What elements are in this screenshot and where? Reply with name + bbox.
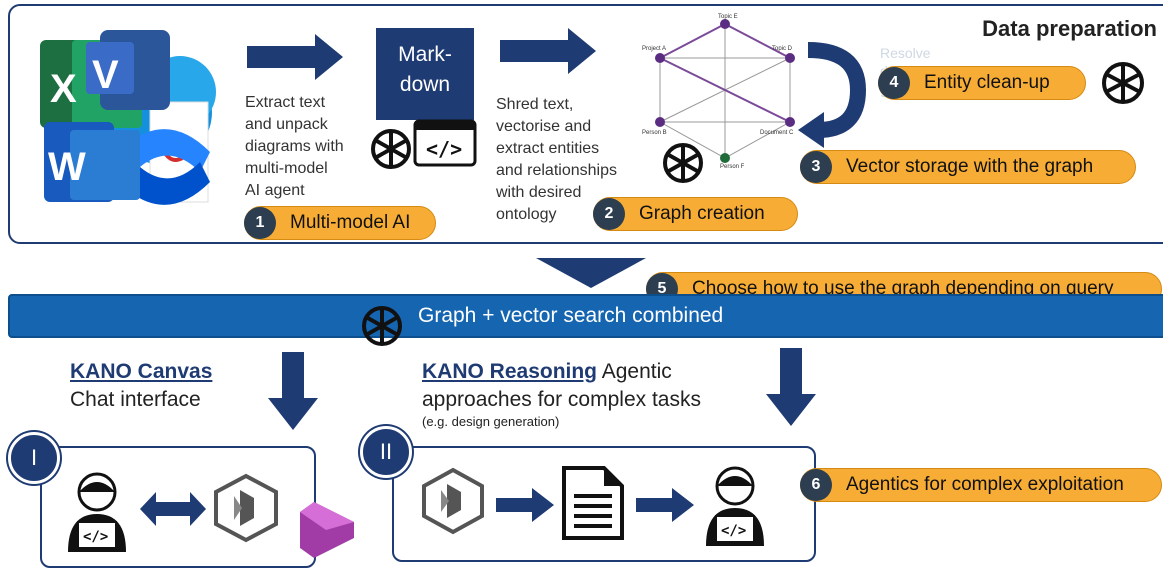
- reasoning-panel: [392, 446, 816, 562]
- flow-arrow-4: [636, 488, 694, 522]
- loop-arrow-icon: [798, 42, 867, 148]
- confluence-icon: [130, 129, 210, 205]
- flow-arrow-1: [247, 34, 343, 80]
- knowledge-graph-icon: Topic E Project A Topic D Person B Docum…: [642, 14, 795, 170]
- document-icon: [562, 466, 624, 540]
- openai-icon: [362, 306, 402, 346]
- svg-text:Topic D: Topic D: [772, 46, 793, 52]
- roman-badge-2: II: [360, 426, 412, 478]
- code-window-icon: </>: [413, 119, 477, 167]
- roman-badge-1: I: [8, 432, 60, 484]
- flow-arrow-2: [500, 28, 596, 74]
- office-apps-icons: X V W: [40, 30, 216, 205]
- svg-text:Topic E: Topic E: [718, 14, 738, 20]
- flow-arrow-3: [496, 488, 554, 522]
- word-icon: W: [44, 122, 140, 202]
- svg-text:Person F: Person F: [720, 164, 745, 170]
- kano-logo-icon: [214, 473, 278, 543]
- visio-icon: V: [86, 30, 170, 110]
- svg-text:Project A: Project A: [642, 46, 666, 52]
- svg-text:X: X: [50, 67, 77, 111]
- openai-icon: [1102, 62, 1144, 104]
- svg-text:Document C: Document C: [760, 130, 794, 136]
- down-arrow-reasoning: [766, 348, 816, 426]
- developer-user-icon: </>: [68, 472, 126, 552]
- svg-text:</>: </>: [426, 137, 462, 161]
- section-title: Data preparation: [982, 16, 1157, 41]
- kano-logo-icon: [422, 467, 484, 535]
- double-arrow-icon: [140, 492, 206, 526]
- openai-icon: [663, 143, 703, 183]
- openai-icon: [371, 129, 411, 169]
- markdown-box: Mark-down: [376, 28, 474, 120]
- search-bar: [8, 294, 1163, 338]
- svg-text:V: V: [92, 53, 119, 97]
- down-chevron-arrow: [536, 258, 646, 288]
- powerapps-icon: [300, 502, 354, 558]
- svg-text:Person B: Person B: [642, 130, 667, 136]
- search-bar-label: Graph + vector search combined: [418, 304, 724, 327]
- down-arrow-canvas: [268, 352, 318, 430]
- reasoning-heading: KANO Reasoning Agentic approaches for co…: [422, 360, 701, 429]
- canvas-heading: KANO Canvas Chat interface: [70, 360, 213, 411]
- svg-text:</>: </>: [83, 529, 108, 545]
- svg-text:</>: </>: [721, 523, 746, 539]
- developer-user-icon: </>: [706, 466, 764, 546]
- data-preparation-panel: [8, 4, 1163, 244]
- svg-text:W: W: [48, 145, 86, 189]
